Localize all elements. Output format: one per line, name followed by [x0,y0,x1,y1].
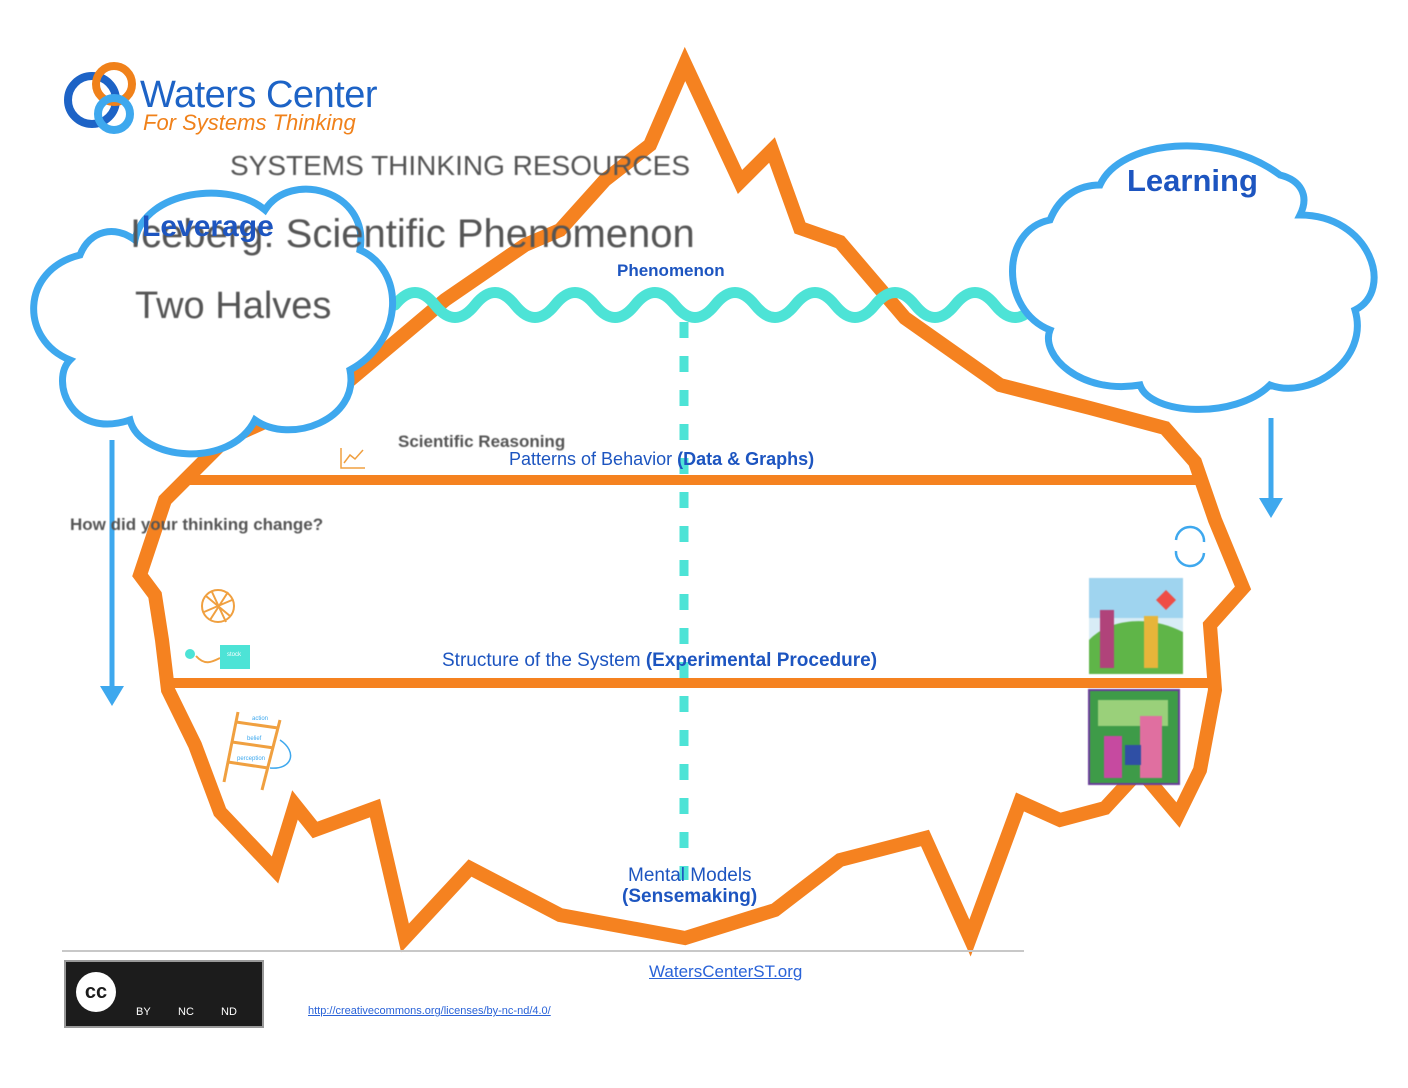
patterns-label: Patterns of Behavior (Data & Graphs) [509,449,815,469]
sensemaking-label: (Sensemaking) [622,886,758,907]
brand-tagline: For Systems Thinking [143,110,356,135]
feedback-loop-icon [1174,525,1206,568]
footer-divider [62,950,1024,952]
structure-label: Structure of the System (Experimental Pr… [442,650,878,671]
connection-circle-icon [201,589,235,623]
mental-models-label: Mental Models [628,865,752,886]
cc-license-badge[interactable]: cc BY NC ND [64,960,264,1028]
stock-flow-icon [185,645,250,669]
stock-label: stock [227,652,242,658]
thinking-change-prompt: How did your thinking change? [70,515,324,534]
learning-arrowhead [1259,498,1283,518]
phenomenon-label: Phenomenon [617,261,725,280]
ladder-label-perception: perception [237,756,266,762]
halves-heading: Two Halves [135,285,332,327]
leverage-title: Leverage [142,210,274,243]
cc-icon: cc [76,972,116,1012]
ladder-label-belief: belief [247,736,262,742]
classroom-photo [1088,689,1180,785]
leverage-cloud [30,185,396,458]
waters-center-link[interactable]: WatersCenterST.org [649,962,803,981]
brand-name: Waters Center [140,74,378,116]
logo-mark-icon [64,62,136,134]
ladder-label-action: action [252,716,269,722]
leverage-arrowhead [100,686,124,706]
ladder-of-inference-icon [222,711,292,791]
resources-heading: SYSTEMS THINKING RESOURCES [230,150,691,181]
cc-nd-label: ND [221,1006,237,1018]
kite-photo [1089,578,1183,674]
water-line [389,287,1041,323]
scientific-reasoning-label: Scientific Reasoning [398,432,566,451]
creative-commons-link[interactable]: http://creativecommons.org/licenses/by-n… [308,1005,551,1017]
learning-cloud [1009,142,1378,413]
learning-title: Learning [1127,163,1258,198]
iceberg-heading: Iceberg: Scientific Phenomenon [130,212,695,256]
line-graph-icon [340,448,365,469]
cc-nc-label: NC [178,1006,194,1018]
cc-by-label: BY [136,1006,151,1018]
